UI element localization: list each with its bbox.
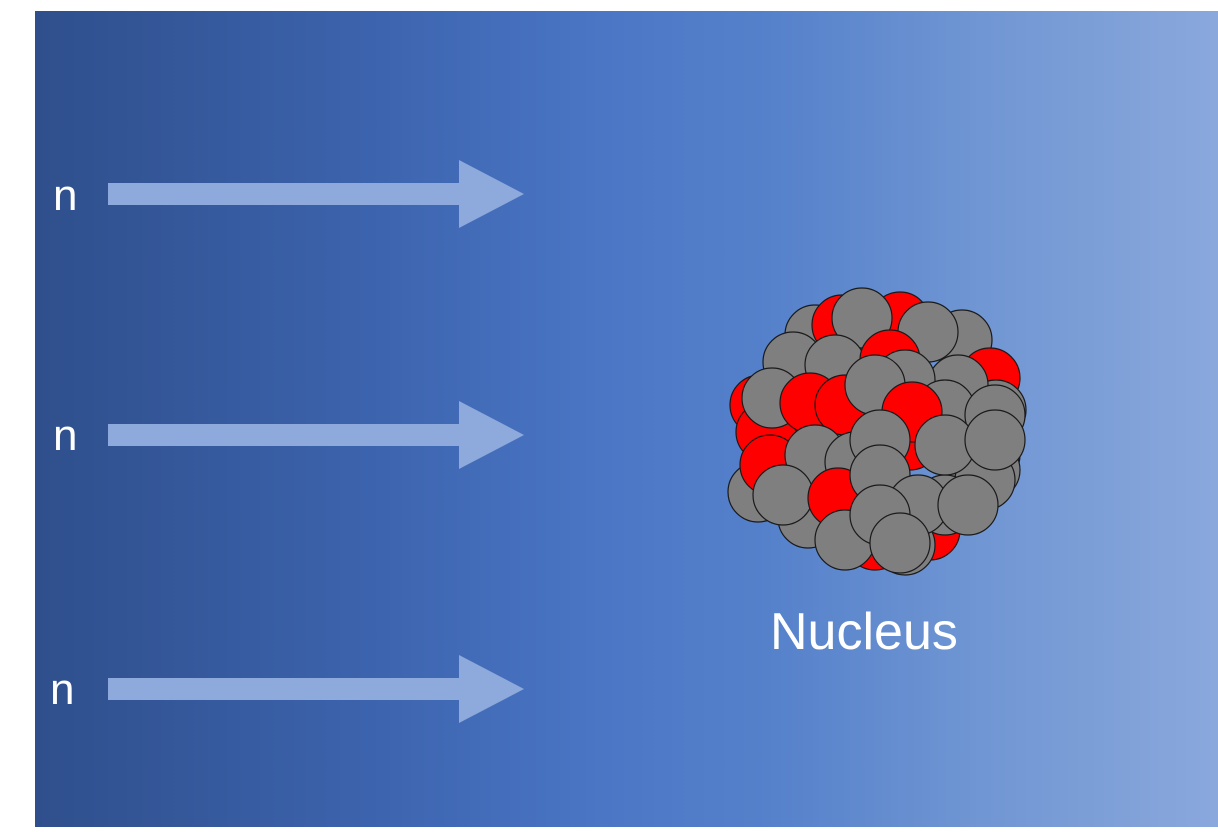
neutron-sphere	[937, 474, 999, 536]
neutron-arrow-3	[108, 655, 524, 723]
neutron-sphere	[964, 409, 1026, 471]
neutron-label-3: n	[50, 665, 75, 714]
neutron-sphere	[869, 512, 931, 574]
neutron-arrow-2	[108, 401, 524, 469]
neutron-arrow-1	[108, 160, 524, 228]
neutron-label-1: n	[53, 171, 78, 220]
neutron-arrows	[108, 160, 524, 723]
neutron-sphere	[752, 464, 814, 526]
nucleus	[727, 287, 1027, 576]
neutron-label-2: n	[53, 411, 78, 460]
nucleus-label: Nucleus	[770, 603, 958, 661]
